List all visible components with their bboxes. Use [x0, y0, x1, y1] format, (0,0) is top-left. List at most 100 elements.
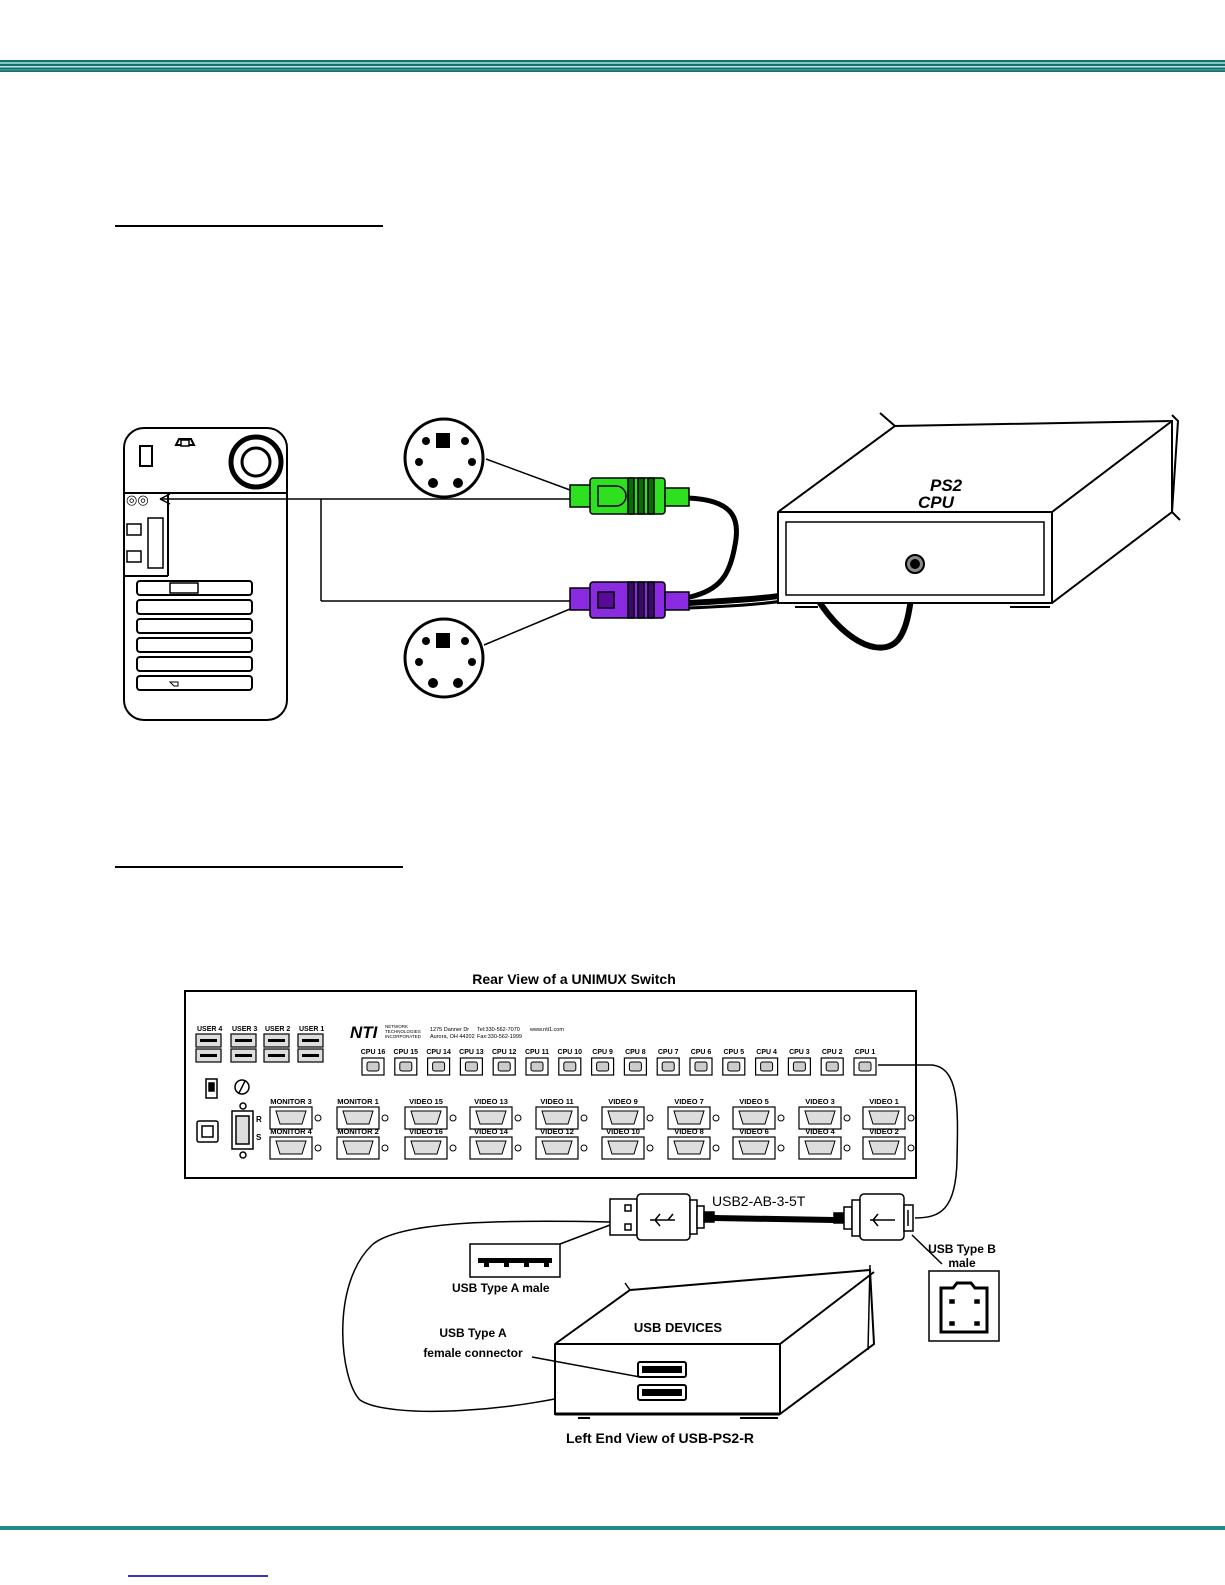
video-port-label: VIDEO 14 — [474, 1127, 509, 1136]
video-port-label: VIDEO 1 — [869, 1097, 899, 1106]
cpu-port — [853, 1057, 877, 1076]
video-port-label: VIDEO 12 — [540, 1127, 574, 1136]
cpu-port-label: CPU 10 — [558, 1049, 583, 1056]
usb-cable-main — [713, 1215, 835, 1223]
video-port-label: MONITOR 3 — [270, 1097, 312, 1106]
video-port-label: VIDEO 7 — [674, 1097, 704, 1106]
cpu-port-label: CPU 4 — [756, 1049, 777, 1056]
video-port-label: VIDEO 9 — [608, 1097, 638, 1106]
serial-r-label: R — [256, 1115, 262, 1124]
user-ports: USER 4 USER 3 USER 2 USER 1 — [195, 1026, 324, 1063]
video-port — [535, 1106, 579, 1130]
video-port-label: MONITOR 1 — [337, 1097, 379, 1106]
user-3-label: USER 3 — [232, 1026, 257, 1033]
usb-device-cable — [342, 1220, 611, 1413]
tel: Tel:330-562-7070 — [477, 1027, 520, 1033]
video-port — [469, 1106, 513, 1130]
cpu-port-label: CPU 2 — [822, 1049, 843, 1056]
usb-type-a-endview — [469, 1224, 611, 1278]
fax: Fax:330-562-1999 — [477, 1034, 522, 1040]
video-port — [667, 1136, 711, 1160]
cpu-port — [427, 1057, 451, 1076]
type-a-female-label-2: female connector — [423, 1346, 523, 1360]
footer-link-underline[interactable] — [128, 1575, 268, 1577]
cpu-port-label: CPU 12 — [492, 1049, 517, 1056]
cpu-port — [623, 1057, 648, 1076]
address-line1: 1275 Danner Dr — [430, 1027, 469, 1033]
video-port — [535, 1136, 579, 1160]
usb-type-b-label-2: male — [948, 1256, 976, 1270]
video-port — [336, 1106, 380, 1130]
cpu-port — [394, 1057, 418, 1076]
section-heading-line-1 — [115, 225, 383, 227]
cpu-port-label: CPU 8 — [625, 1049, 646, 1056]
cpu-port-label: CPU 13 — [459, 1049, 484, 1056]
video-port — [862, 1136, 906, 1160]
section-heading-line-2 — [115, 866, 403, 868]
serial-s-label: S — [256, 1133, 262, 1142]
cpu-port — [754, 1057, 779, 1076]
cpu-port — [558, 1057, 582, 1076]
ps2-pinout-mouse — [403, 617, 485, 699]
video-port-label: VIDEO 16 — [409, 1127, 443, 1136]
cpu-port — [459, 1057, 483, 1076]
cpu-port-label: CPU 3 — [789, 1049, 810, 1056]
svg-text:◎◎: ◎◎ — [126, 492, 149, 507]
cpu-port — [590, 1057, 615, 1076]
cpu-port-label: CPU 11 — [525, 1049, 549, 1056]
nti-sub-1: NETWORK — [385, 1024, 408, 1029]
ps2-mouse-connector — [569, 581, 690, 619]
cpu-port-label: CPU 14 — [426, 1049, 451, 1056]
figure-caption: Left End View of USB-PS2-R — [566, 1430, 754, 1446]
video-port-label: VIDEO 2 — [869, 1127, 899, 1136]
video-port-label: VIDEO 6 — [739, 1127, 769, 1136]
video-port — [798, 1136, 842, 1160]
video-port-label: VIDEO 3 — [805, 1097, 835, 1106]
video-port — [601, 1136, 645, 1160]
usb-type-b-connector — [833, 1193, 914, 1241]
cpu-label-line2: CPU — [918, 493, 955, 512]
usb-type-b-label-1: USB Type B — [928, 1242, 996, 1256]
cpu-port — [656, 1057, 680, 1076]
cpu-port-label: CPU 7 — [658, 1049, 679, 1056]
video-port — [269, 1136, 313, 1160]
video-port — [862, 1106, 906, 1130]
cpu-label-line1: PS2 — [930, 476, 963, 495]
video-port — [667, 1106, 711, 1130]
cpu-port-label: CPU 9 — [592, 1049, 613, 1056]
header-rule — [0, 60, 1225, 72]
video-port-label: VIDEO 4 — [805, 1127, 835, 1136]
video-port-label: VIDEO 13 — [474, 1097, 508, 1106]
video-port — [269, 1106, 313, 1130]
cpu-port — [492, 1057, 516, 1076]
video-port — [404, 1106, 448, 1130]
nti-sub-3: INCORPORATED — [385, 1034, 422, 1039]
cpu1-cable — [878, 1064, 959, 1219]
video-port-label: VIDEO 10 — [606, 1127, 640, 1136]
ps2-connection-lines — [159, 458, 571, 646]
type-a-female-label-1: USB Type A — [439, 1326, 507, 1340]
cpu-port — [689, 1057, 713, 1076]
cpu-port-label: CPU 1 — [855, 1049, 876, 1056]
usb-type-b-endview — [911, 1234, 1000, 1342]
footer-rule — [0, 1526, 1225, 1530]
video-port — [798, 1106, 842, 1130]
video-port-label: MONITOR 4 — [270, 1127, 312, 1136]
usb-cable-label: USB2-AB-3-5T — [712, 1193, 806, 1209]
user-4-label: USER 4 — [197, 1026, 222, 1033]
cpu-port-label: CPU 6 — [691, 1049, 712, 1056]
user-2-label: USER 2 — [265, 1026, 290, 1033]
video-port-label: VIDEO 11 — [540, 1097, 573, 1106]
video-port — [732, 1136, 776, 1160]
web: www.nti1.com — [529, 1027, 564, 1033]
video-port — [469, 1136, 513, 1160]
user-1-label: USER 1 — [299, 1026, 324, 1033]
video-port — [601, 1106, 645, 1130]
usb-type-a-label: USB Type A male — [452, 1281, 550, 1295]
video-port-label: MONITOR 2 — [337, 1127, 379, 1136]
ps2-keyboard-connector — [569, 477, 690, 515]
cpu-port — [361, 1057, 385, 1076]
figure-ps2-connection: ◎◎ — [123, 412, 1181, 721]
nti-logo-text: NTI — [350, 1023, 379, 1042]
video-port — [404, 1136, 448, 1160]
